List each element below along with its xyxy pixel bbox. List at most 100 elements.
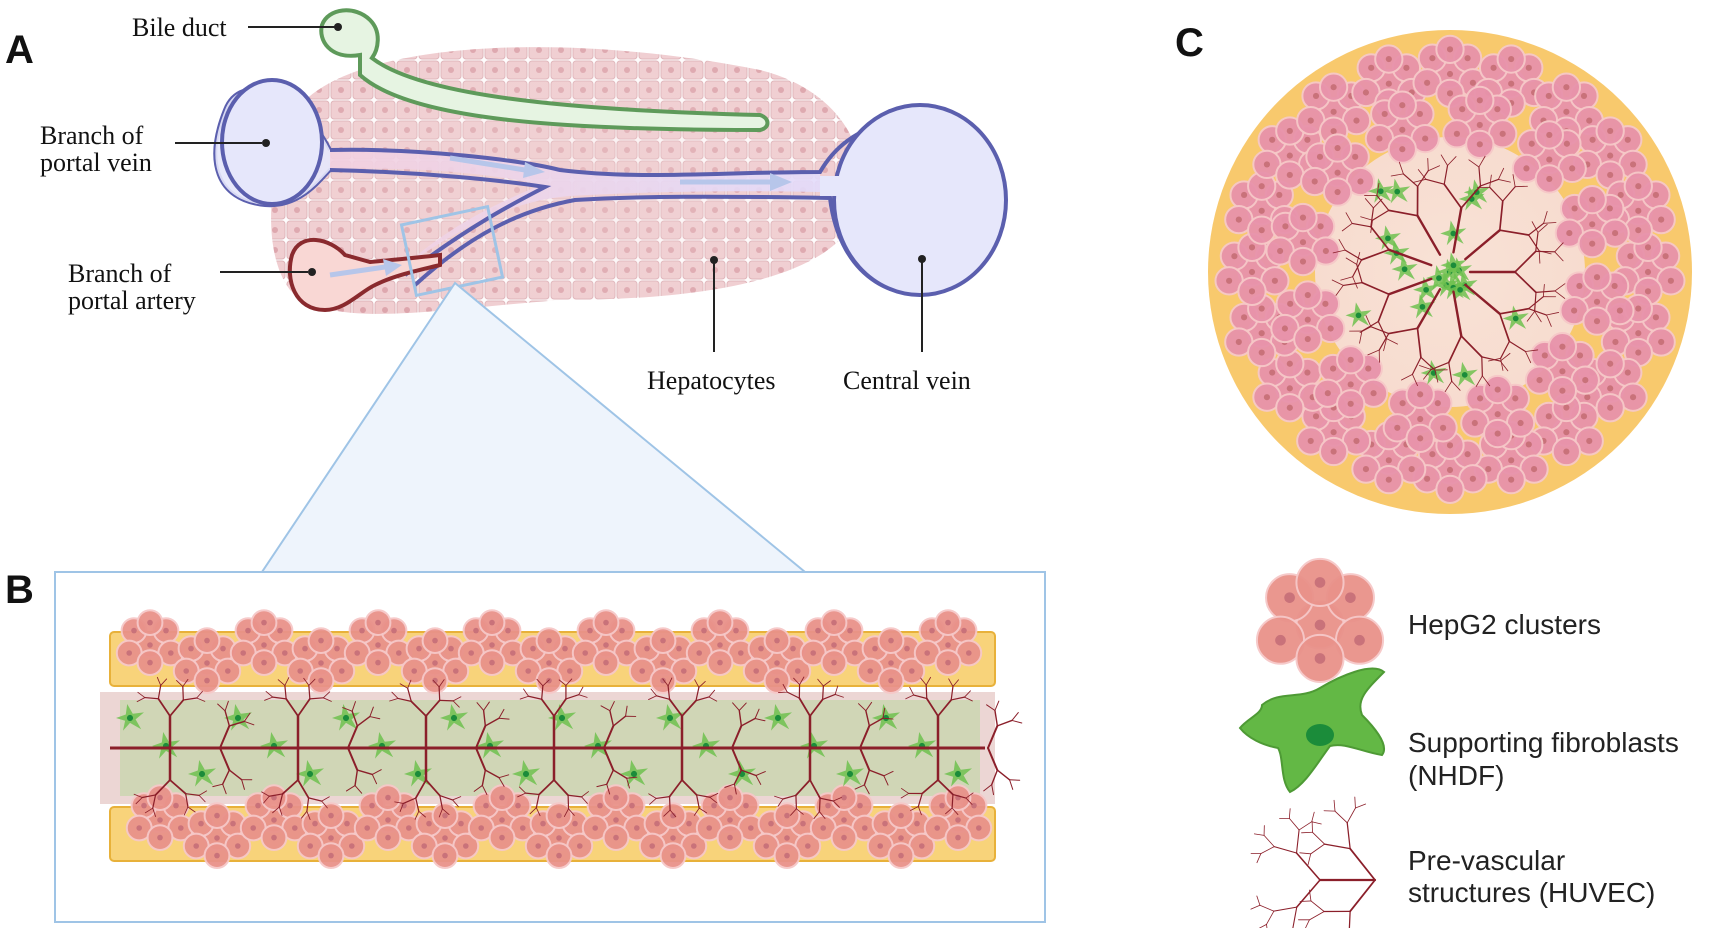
fibroblast-cell [1384, 178, 1411, 204]
hepg2-cluster [1300, 133, 1376, 207]
hepg2-cluster [410, 802, 480, 869]
fibroblast-cell [1440, 252, 1467, 277]
fibroblast-cell [1367, 178, 1394, 203]
fibroblast-cell [296, 760, 324, 787]
hepg2-cluster [638, 802, 708, 869]
hepg2-cluster [1270, 280, 1346, 354]
label-portal-artery-line1: Branch of [68, 259, 172, 288]
bile-duct-shape [319, 8, 770, 133]
label-hepatocytes: Hepatocytes [647, 366, 776, 395]
hepg2-cluster [581, 784, 651, 851]
hepg2-clusters-ring [1214, 34, 1686, 504]
fibroblast-cell [1409, 293, 1436, 319]
fibroblast-cell [1413, 276, 1440, 302]
legend: HepG2 clusters Supporting fibroblasts (N… [1238, 557, 1679, 928]
fibroblast-cell [1345, 302, 1372, 328]
fibroblast-cell [620, 760, 648, 787]
hepg2-cluster [457, 609, 527, 676]
hepg2-cluster [239, 784, 309, 851]
hepg2-cluster [1442, 85, 1518, 159]
hepg2-cluster [343, 609, 413, 676]
label-portal-vein-line1: Branch of [40, 121, 144, 150]
flow-arrow-sinusoid [680, 173, 792, 191]
legend-hepg2-label: HepG2 clusters [1408, 609, 1601, 640]
hepg2-cluster [524, 802, 594, 869]
hepg2-cluster [400, 627, 470, 694]
fibroblast-cell [944, 760, 972, 787]
hepg2-cluster [1364, 90, 1440, 164]
label-bile-duct: Bile duct [132, 13, 227, 42]
hepg2-clusters-top [115, 609, 983, 694]
hepg2-cluster [1554, 185, 1630, 259]
vessel-network-core [1331, 154, 1566, 393]
fibroblast-cell [1447, 276, 1474, 302]
hepg2-cluster [1252, 349, 1328, 423]
flow-arrow-vein [449, 155, 545, 178]
fibroblast-cell [332, 704, 360, 731]
hepg2-cluster [1313, 345, 1389, 419]
fibroblast-cell [188, 760, 216, 787]
hepg2-cluster [115, 609, 185, 676]
central-vein-bulb [832, 103, 1008, 297]
hepg2-cluster [286, 627, 356, 694]
zoom-projection [260, 281, 808, 573]
hepg2-cluster [1511, 120, 1587, 194]
fibroblast-cell [116, 704, 144, 731]
hepg2-cluster [628, 627, 698, 694]
label-central-vein: Central vein [843, 366, 971, 395]
fibroblast-cell [764, 704, 792, 731]
hepg2-cluster [1524, 332, 1600, 406]
fibroblast-cell [1451, 361, 1478, 387]
panel-c: C [1175, 21, 1692, 514]
hepg2-cluster [923, 784, 993, 851]
legend-huvec-label-line2: structures (HUVEC) [1408, 877, 1655, 908]
hepg2-cluster [229, 609, 299, 676]
panel-letter-a: A [5, 28, 34, 72]
hepg2-cluster [296, 802, 366, 869]
legend-fibroblast-label-line2: (NHDF) [1408, 760, 1504, 791]
hepg2-cluster [353, 784, 423, 851]
fibroblast-cell [224, 704, 252, 731]
hepg2-clusters-bottom [125, 784, 993, 869]
hepg2-cluster [1559, 262, 1635, 336]
legend-hepg2-icon [1255, 557, 1385, 684]
fibroblast-cell [512, 760, 540, 787]
hepg2-cluster [1265, 202, 1341, 277]
label-portal-vein-line2: portal vein [40, 148, 152, 177]
panel-letter-c: C [1175, 21, 1204, 65]
fibroblast-cell [1425, 265, 1452, 290]
portal-artery-shape [287, 237, 442, 313]
hepg2-cluster [742, 627, 812, 694]
hepg2-cluster [571, 609, 641, 676]
fibroblast-cell [656, 704, 684, 731]
hepg2-cluster [1600, 171, 1676, 245]
legend-fibroblast-label-line1: Supporting fibroblasts [1408, 727, 1679, 758]
vessel-network-channel [110, 676, 1023, 820]
hepg2-cluster [172, 627, 242, 694]
hepg2-cluster [913, 609, 983, 676]
flow-arrow-artery [329, 259, 402, 278]
fibroblast-cell [836, 760, 864, 787]
hepg2-cluster [856, 627, 926, 694]
fibroblast-cell [548, 704, 576, 731]
panel-letter-b: B [5, 568, 34, 612]
fibroblast-cell [1502, 305, 1529, 331]
hepg2-cluster [1610, 232, 1686, 306]
hepg2-cluster [695, 784, 765, 851]
hepg2-cluster [685, 609, 755, 676]
hepg2-cluster [1382, 379, 1458, 454]
hepg2-cluster [1214, 232, 1290, 306]
hepg2-cluster [125, 784, 195, 851]
hepg2-cluster [1296, 72, 1372, 146]
hepg2-cluster [752, 802, 822, 869]
hepg2-cluster [514, 627, 584, 694]
hepg2-cluster [809, 784, 879, 851]
legend-vessel-icon [1250, 796, 1377, 928]
panel-b: B [5, 568, 1046, 923]
hepg2-cluster [467, 784, 537, 851]
fibroblast-cell [1391, 256, 1418, 281]
panel-a: A [5, 8, 1008, 573]
label-portal-artery-line2: portal artery [68, 286, 196, 315]
fibroblast-cell [1440, 220, 1467, 246]
